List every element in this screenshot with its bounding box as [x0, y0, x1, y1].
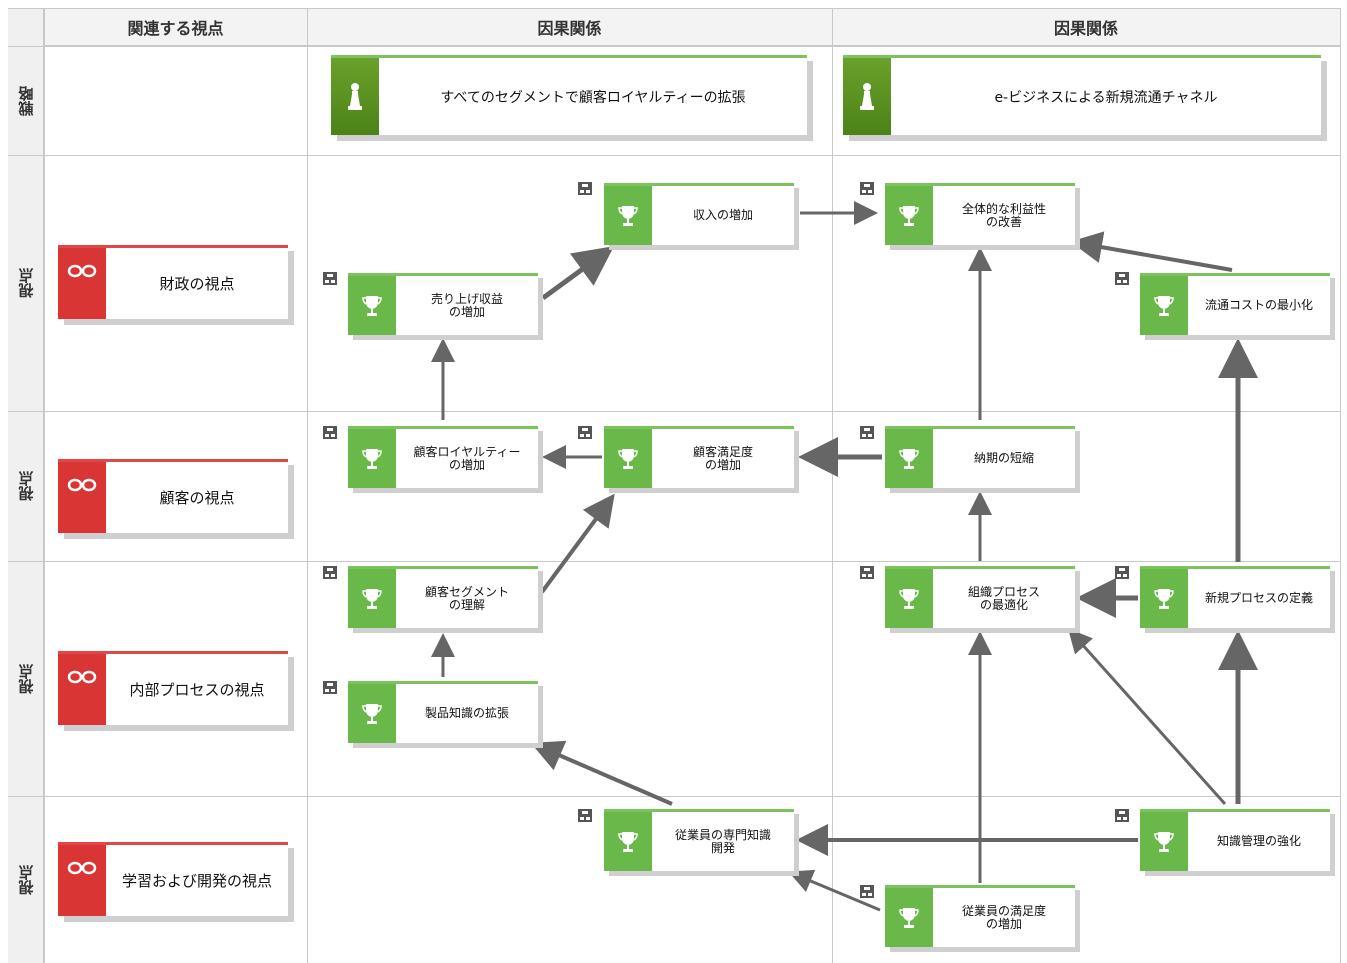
objective-distribution-cost[interactable]: 流通コストの最小化	[1140, 273, 1330, 335]
glasses-icon	[58, 248, 106, 319]
objective-sales-increase[interactable]: 売り上げ収益 の増加	[348, 273, 538, 335]
objective-knowledge-management[interactable]: 知識管理の強化	[1140, 809, 1330, 871]
trophy-icon	[885, 186, 933, 245]
perspective-internal-process[interactable]: 内部プロセスの視点	[58, 651, 288, 725]
header-causal-2: 因果関係	[832, 8, 1340, 46]
grid-line	[8, 796, 1340, 797]
trophy-icon	[885, 888, 933, 947]
grid-line	[8, 155, 1340, 156]
objective-label: 製品知識の拡張	[424, 706, 509, 720]
hierarchy-icon[interactable]	[860, 566, 874, 579]
objective-segment-understanding[interactable]: 顧客セグメント の理解	[348, 566, 538, 628]
grid-line	[832, 8, 833, 963]
strategy-label: e-ビジネスによる新規流通チャネル	[994, 89, 1218, 106]
objective-label: 顧客ロイヤルティー の増加	[413, 444, 521, 472]
trophy-icon	[1140, 569, 1188, 628]
hierarchy-icon[interactable]	[578, 182, 592, 195]
objective-label: 全体的な利益性 の改善	[961, 201, 1046, 229]
objective-label: 知識管理の強化	[1216, 834, 1301, 848]
objective-delivery-shortening[interactable]: 納期の短縮	[885, 426, 1075, 488]
objective-revenue-increase[interactable]: 収入の増加	[604, 183, 794, 245]
trophy-icon	[604, 186, 652, 245]
grid-line	[307, 8, 308, 963]
arrow-cost-to-profitability	[1070, 231, 1233, 272]
objective-satisfaction-increase[interactable]: 顧客満足度 の増加	[604, 426, 794, 488]
glasses-icon	[58, 845, 106, 916]
perspective-label: 学習および開発の視点	[121, 872, 272, 890]
hierarchy-icon[interactable]	[323, 681, 337, 694]
hierarchy-icon[interactable]	[323, 272, 337, 285]
row-label-column	[8, 8, 44, 963]
trophy-icon	[348, 276, 396, 335]
arrow-expertise-to-product	[530, 740, 673, 806]
hierarchy-icon[interactable]	[323, 566, 337, 579]
hierarchy-icon[interactable]	[860, 182, 874, 195]
arrow-segment-to-satisfaction	[540, 493, 615, 594]
objective-label: 組織プロセス の最適化	[967, 584, 1040, 612]
objective-label: 流通コストの最小化	[1204, 298, 1313, 312]
objective-label: 売り上げ収益 の増加	[430, 291, 503, 319]
objective-label: 従業員の満足度 の増加	[961, 903, 1046, 931]
hierarchy-icon[interactable]	[1115, 809, 1129, 822]
objective-profitability[interactable]: 全体的な利益性 の改善	[885, 183, 1075, 245]
hierarchy-icon[interactable]	[860, 426, 874, 439]
trophy-icon	[604, 429, 652, 488]
grid-line	[1340, 8, 1341, 963]
trophy-icon	[348, 569, 396, 628]
objective-loyalty-increase[interactable]: 顧客ロイヤルティー の増加	[348, 426, 538, 488]
objective-process-optimization[interactable]: 組織プロセス の最適化	[885, 566, 1075, 628]
header-related-perspective: 関連する視点	[44, 8, 307, 46]
chess-pawn-icon	[843, 58, 891, 135]
objective-label: 従業員の専門知識 開発	[674, 827, 771, 855]
trophy-icon	[348, 429, 396, 488]
objective-new-process-definition[interactable]: 新規プロセスの定義	[1140, 566, 1330, 628]
arrow-employeesat-to-expertise	[788, 869, 881, 912]
glasses-icon	[58, 654, 106, 725]
trophy-icon	[348, 684, 396, 743]
objective-label: 収入の増加	[692, 208, 753, 222]
glasses-icon	[58, 462, 106, 533]
hierarchy-icon[interactable]	[1115, 272, 1129, 285]
trophy-icon	[1140, 812, 1188, 871]
grid-line	[8, 561, 1340, 562]
objective-label: 新規プロセスの定義	[1204, 591, 1313, 605]
trophy-icon	[885, 429, 933, 488]
hierarchy-icon[interactable]	[578, 809, 592, 822]
hierarchy-icon[interactable]	[860, 885, 874, 898]
strategy-label: すべてのセグメントで顧客ロイヤルティーの拡張	[440, 89, 746, 106]
perspective-learning[interactable]: 学習および開発の視点	[58, 842, 288, 916]
perspective-label: 顧客の視点	[159, 489, 235, 507]
perspective-financial[interactable]: 財政の視点	[58, 245, 288, 319]
perspective-customer[interactable]: 顧客の視点	[58, 459, 288, 533]
strategy-customer-loyalty[interactable]: すべてのセグメントで顧客ロイヤルティーの拡張	[331, 55, 807, 135]
trophy-icon	[604, 812, 652, 871]
arrow-knowledge-to-optimization	[1067, 628, 1227, 806]
trophy-icon	[1140, 276, 1188, 335]
objective-product-knowledge[interactable]: 製品知識の拡張	[348, 681, 538, 743]
grid-line	[8, 8, 1340, 9]
objective-label: 顧客セグメント の理解	[424, 584, 509, 612]
objective-employee-satisfaction[interactable]: 従業員の満足度 の増加	[885, 885, 1075, 947]
grid-line	[8, 46, 1340, 47]
header-causal-1: 因果関係	[307, 8, 832, 46]
objective-label: 納期の短縮	[973, 451, 1034, 465]
chess-pawn-icon	[331, 58, 379, 135]
objective-employee-expertise[interactable]: 従業員の専門知識 開発	[604, 809, 794, 871]
arrow-sales-to-revenue	[541, 246, 615, 301]
hierarchy-icon[interactable]	[578, 426, 592, 439]
grid-line	[8, 411, 1340, 412]
hierarchy-icon[interactable]	[1115, 566, 1129, 579]
hierarchy-icon[interactable]	[323, 426, 337, 439]
objective-label: 顧客満足度 の増加	[692, 444, 753, 472]
perspective-label: 財政の視点	[159, 275, 235, 293]
perspective-label: 内部プロセスの視点	[129, 681, 265, 699]
strategy-ebusiness-channel[interactable]: e-ビジネスによる新規流通チャネル	[843, 55, 1321, 135]
grid-line	[44, 8, 45, 963]
trophy-icon	[885, 569, 933, 628]
